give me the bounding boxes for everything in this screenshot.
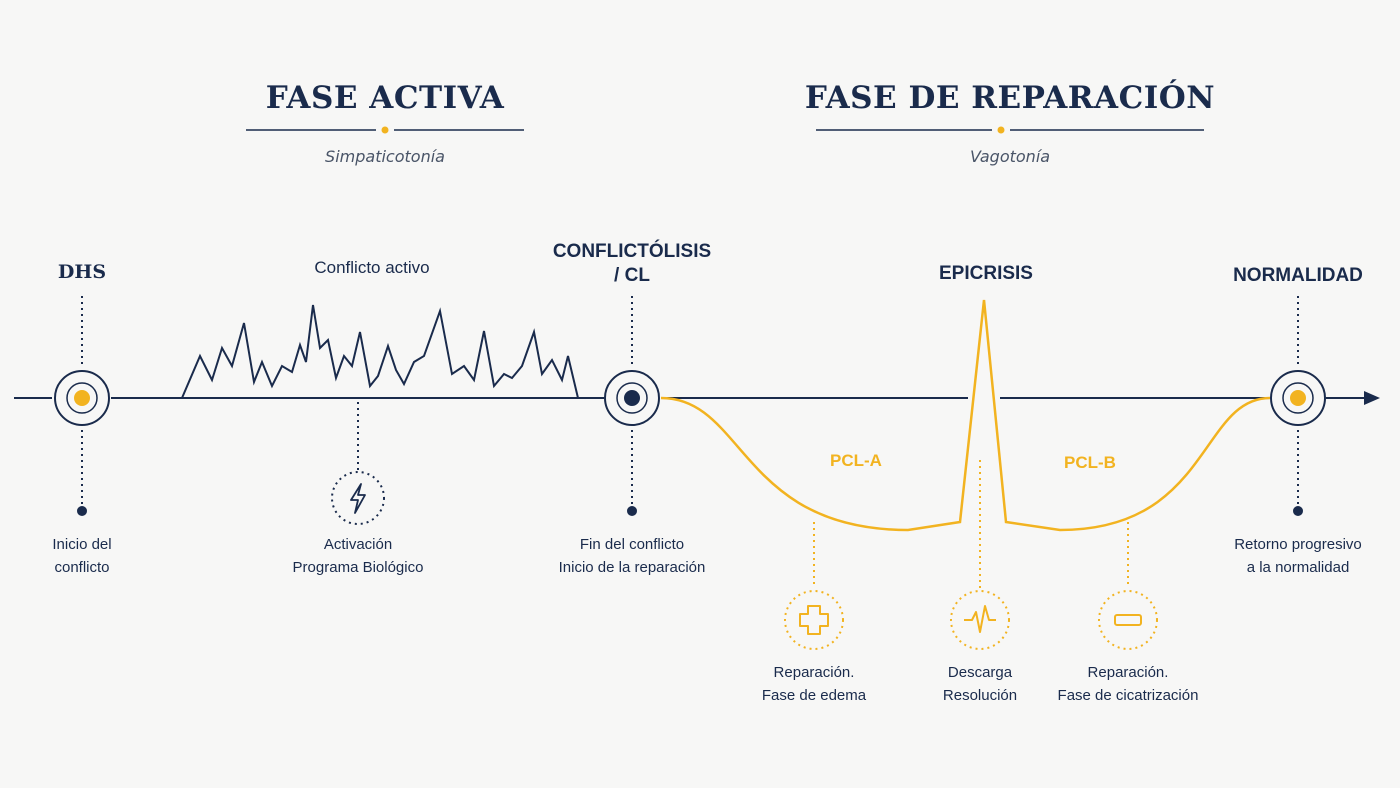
normality-caption: Retorno progresivo a la normalidad — [1234, 536, 1362, 576]
plus-icon — [784, 590, 844, 650]
conflictolysis-node-icon — [604, 370, 660, 426]
active-conflict-label: Conflicto activo — [314, 258, 430, 277]
activation-caption: Activación Programa Biológico — [292, 536, 424, 576]
active-phase-subtitle: Simpaticotonía — [325, 147, 445, 166]
pcl-b-caption: Reparación. Fase de cicatrización — [1057, 664, 1199, 704]
epicrisis-caption: Descarga Resolución — [942, 664, 1018, 704]
minus-icon — [1098, 590, 1158, 650]
gold-connectors — [813, 460, 1129, 588]
repair-phase-title: FASE DE REPARACIÓN — [804, 80, 1216, 116]
dhs-node-icon — [54, 370, 110, 426]
active-conflict-wave — [181, 304, 579, 399]
repair-curve — [660, 299, 1271, 532]
timeline-arrow-icon — [1364, 391, 1380, 405]
dhs-label: DHS — [57, 261, 107, 283]
active-title-ornament — [246, 126, 524, 134]
repair-title-ornament — [816, 126, 1204, 134]
epicrisis-label: EPICRISIS — [939, 263, 1033, 284]
repair-phase-subtitle: Vagotonía — [969, 147, 1051, 166]
normality-node-icon — [1270, 370, 1326, 426]
conflictolysis-caption: Fin del conflicto Inicio de la reparació… — [558, 536, 706, 576]
navy-connectors — [81, 296, 1299, 504]
dhs-caption: Inicio del conflicto — [52, 536, 112, 576]
active-phase-title: FASE ACTIVA — [265, 80, 505, 116]
lightning-icon — [331, 471, 385, 525]
connector-end-dots — [77, 506, 1303, 516]
pcl-b-label: PCL-B — [1064, 453, 1116, 472]
pcl-a-label: PCL-A — [830, 451, 882, 470]
normality-label: NORMALIDAD — [1233, 265, 1363, 286]
conflictolysis-label: CONFLICTÓLISIS / CL — [552, 241, 712, 286]
heartbeat-icon — [950, 590, 1010, 650]
pcl-a-caption: Reparación. Fase de edema — [761, 664, 867, 704]
